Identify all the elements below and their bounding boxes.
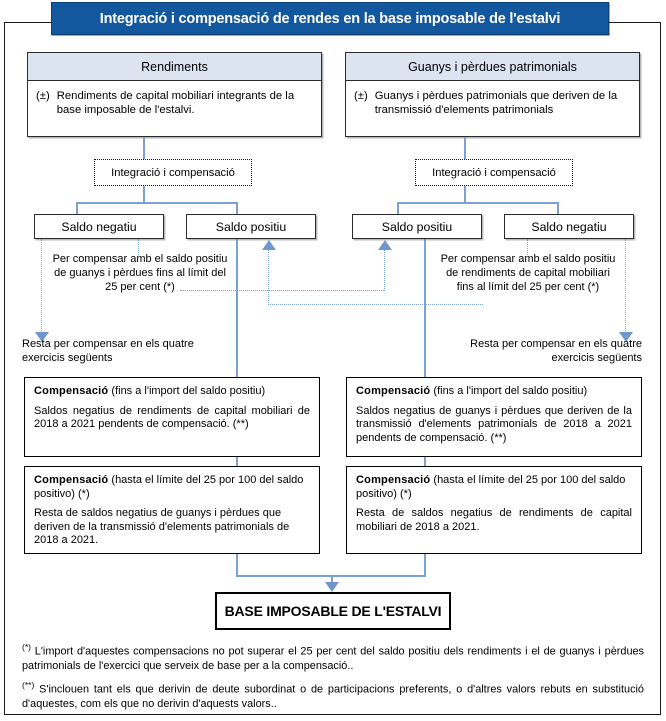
connector-right-panel-down <box>464 137 466 159</box>
footnote-2-text: S'inclouen tant els que derivin de deute… <box>22 683 644 710</box>
dotted-right-to-left-v <box>268 248 269 305</box>
saldo-negatiu-guanys: Saldo negatiu <box>504 214 634 239</box>
compensation-box-3-text: Resta de saldos negatius de guanys i pèr… <box>34 507 290 547</box>
diagram-title: Integració i compensació de rendes en la… <box>51 2 609 35</box>
footnote-1-marker: (*) <box>22 642 31 652</box>
saldo-positiu-rendiments: Saldo positiu <box>186 214 316 239</box>
saldo-positiu-guanys: Saldo positiu <box>352 214 482 239</box>
compensation-box-1-text: Saldos negatius de rendiments de capital… <box>34 404 310 431</box>
connector-left-fork-stem <box>143 186 145 203</box>
arrow-left-carryover <box>35 332 49 342</box>
compensation-box-4: Compensació (hasta el límite del 25 por … <box>346 466 642 554</box>
dotted-right-carryover-line <box>625 239 626 337</box>
footnotes: (*) L'import d'aquestes compensacions no… <box>22 640 644 716</box>
compensation-box-4-heading: Compensació (hasta el límite del 25 por … <box>356 474 632 501</box>
connector-right-fork-b <box>557 202 559 215</box>
saldo-negatiu-rendiments: Saldo negatiu <box>34 214 164 239</box>
connector-left-panel-down <box>143 137 145 159</box>
panel-guanys-body: (±) Guanys i pèrdues patrimonials que de… <box>346 81 639 123</box>
compensation-box-2-text: Saldos negatius de guanys i pèrdues que … <box>356 404 632 444</box>
compensation-box-4-heading-rest: (hasta el límite del 25 por 100 del sald… <box>356 474 626 500</box>
compensation-box-3: Compensació (hasta el límite del 25 por … <box>24 466 320 554</box>
compensation-box-2-heading-rest: (fins a l'import del saldo positiu) <box>430 385 588 397</box>
note-left-compensate: Per compensar amb el saldo positiu de gu… <box>52 253 228 294</box>
panel-guanys-text: Guanys i pèrdues patrimonials que derive… <box>374 90 618 116</box>
compensation-box-1: Compensació (fins a l'import del saldo p… <box>24 377 320 457</box>
arrow-to-base-imposable <box>325 582 339 592</box>
dotted-right-to-left-h <box>268 304 483 305</box>
panel-guanys-header: Guanys i pèrdues patrimonials <box>346 53 639 81</box>
dotted-left-to-right-v <box>384 248 385 291</box>
footnote-1-text: L'import d'aquestes compensacions no pot… <box>22 645 644 672</box>
note-right-compensate: Per compensar amb el saldo positiu de re… <box>440 253 616 294</box>
compensation-box-1-heading-rest: (fins a l'import del saldo positiu) <box>108 385 266 397</box>
compensation-box-3-heading: Compensació (hasta el límite del 25 por … <box>34 474 310 501</box>
connector-right-fork-a <box>397 202 399 215</box>
footnote-1: (*) L'import d'aquestes compensacions no… <box>22 640 644 673</box>
integration-box-left: Integració i compensació <box>94 159 252 186</box>
connector-left-fork-a <box>76 202 78 215</box>
connector-right-fork-stem <box>464 186 466 203</box>
dotted-right-note-stub <box>527 239 528 255</box>
flow-join-stem <box>331 575 333 585</box>
dotted-left-note-stub <box>138 239 139 255</box>
arrow-right-carryover <box>619 332 633 342</box>
footnote-2-marker: (**) <box>22 680 35 691</box>
compensation-box-2: Compensació (fins a l'import del saldo p… <box>346 377 642 457</box>
sign-plusminus-right: (±) <box>354 90 368 102</box>
note-left-carryover: Resta per compensar en els quatre exerci… <box>22 338 194 365</box>
panel-rendiments-header: Rendiments <box>28 53 321 81</box>
compensation-box-2-heading: Compensació (fins a l'import del saldo p… <box>356 385 632 399</box>
arrow-up-to-saldo-positiu-rendiments <box>262 240 276 250</box>
compensation-box-1-heading-bold: Compensació <box>34 385 109 397</box>
panel-guanys: Guanys i pèrdues patrimonials (±) Guanys… <box>345 52 640 137</box>
panel-rendiments-body: (±) Rendiments de capital mobiliari inte… <box>28 81 321 123</box>
connector-right-fork-bar <box>397 202 559 204</box>
panel-rendiments: Rendiments (±) Rendiments de capital mob… <box>27 52 322 137</box>
base-imposable-box: BASE IMPOSABLE DE L'ESTALVI <box>215 592 451 630</box>
note-right-carryover: Resta per compensar en els quatre exerci… <box>470 338 642 365</box>
connector-left-fork-bar <box>76 202 238 204</box>
compensation-box-4-heading-bold: Compensació <box>356 474 431 486</box>
arrow-up-to-saldo-positiu-guanys <box>378 240 392 250</box>
compensation-box-1-heading: Compensació (fins a l'import del saldo p… <box>34 385 310 399</box>
integration-box-right: Integració i compensació <box>415 159 573 186</box>
compensation-box-4-text: Resta de saldos negatius de rendiments d… <box>356 507 632 533</box>
panel-rendiments-text: Rendiments de capital mobiliari integran… <box>56 90 295 116</box>
compensation-box-3-heading-bold: Compensació <box>34 474 109 486</box>
footnote-2: (**) S'inclouen tant els que derivin de … <box>22 678 644 711</box>
sign-plusminus-left: (±) <box>36 90 50 102</box>
compensation-box-3-heading-rest: (hasta el límite del 25 por 100 del sald… <box>34 474 304 500</box>
dotted-left-carryover-line <box>41 239 42 337</box>
compensation-box-2-heading-bold: Compensació <box>356 385 431 397</box>
dotted-left-to-right-h <box>180 290 384 291</box>
connector-left-fork-b <box>236 202 238 215</box>
